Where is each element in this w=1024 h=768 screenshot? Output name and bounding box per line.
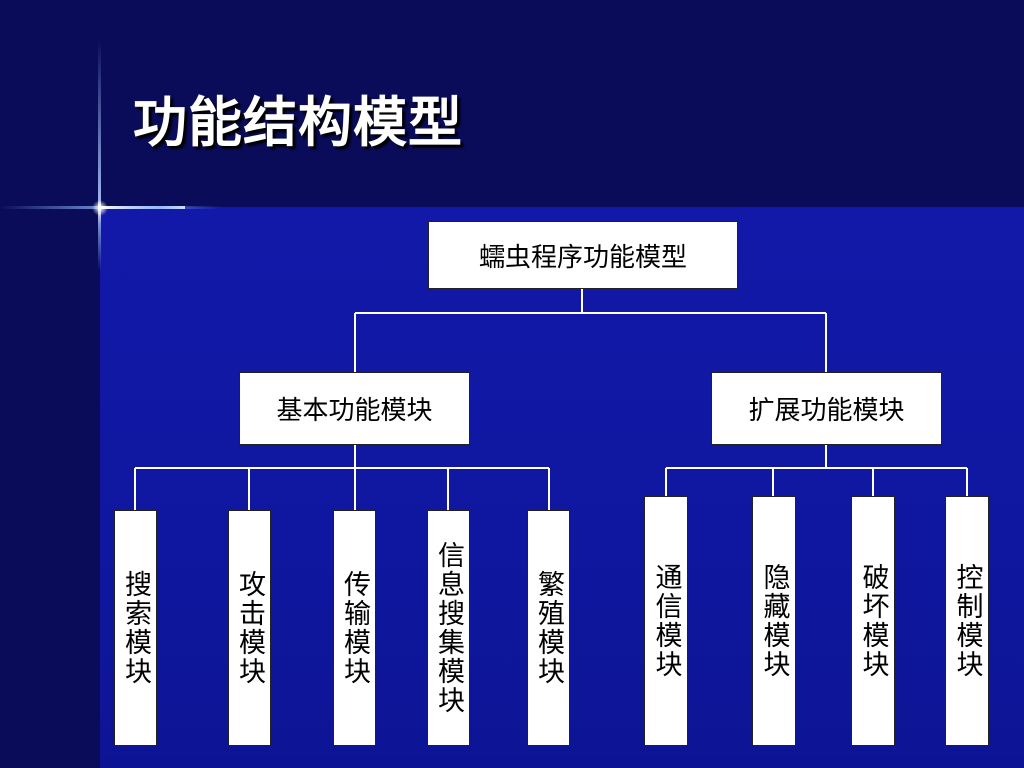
module-node: 隐藏模块 <box>752 496 796 746</box>
root-node: 蠕虫程序功能模型 <box>428 221 738 289</box>
module-node: 破坏模块 <box>851 496 895 746</box>
group-node-extended: 扩展功能模块 <box>711 372 942 445</box>
decorative-star-icon <box>92 200 108 216</box>
module-node: 通信模块 <box>644 496 688 746</box>
module-node: 繁殖模块 <box>527 510 570 746</box>
module-node: 攻击模块 <box>228 510 271 746</box>
module-node: 传输模块 <box>333 510 376 746</box>
decorative-vertical-line <box>98 40 101 270</box>
decorative-horizontal-line-right <box>100 206 220 209</box>
module-node: 控制模块 <box>945 496 989 746</box>
module-node: 信息搜集模块 <box>427 510 470 746</box>
group-node-basic: 基本功能模块 <box>239 372 470 445</box>
left-band <box>0 207 100 768</box>
module-node: 搜索模块 <box>114 510 157 746</box>
page-title: 功能结构模型 <box>133 90 463 154</box>
header-band <box>0 0 1024 207</box>
